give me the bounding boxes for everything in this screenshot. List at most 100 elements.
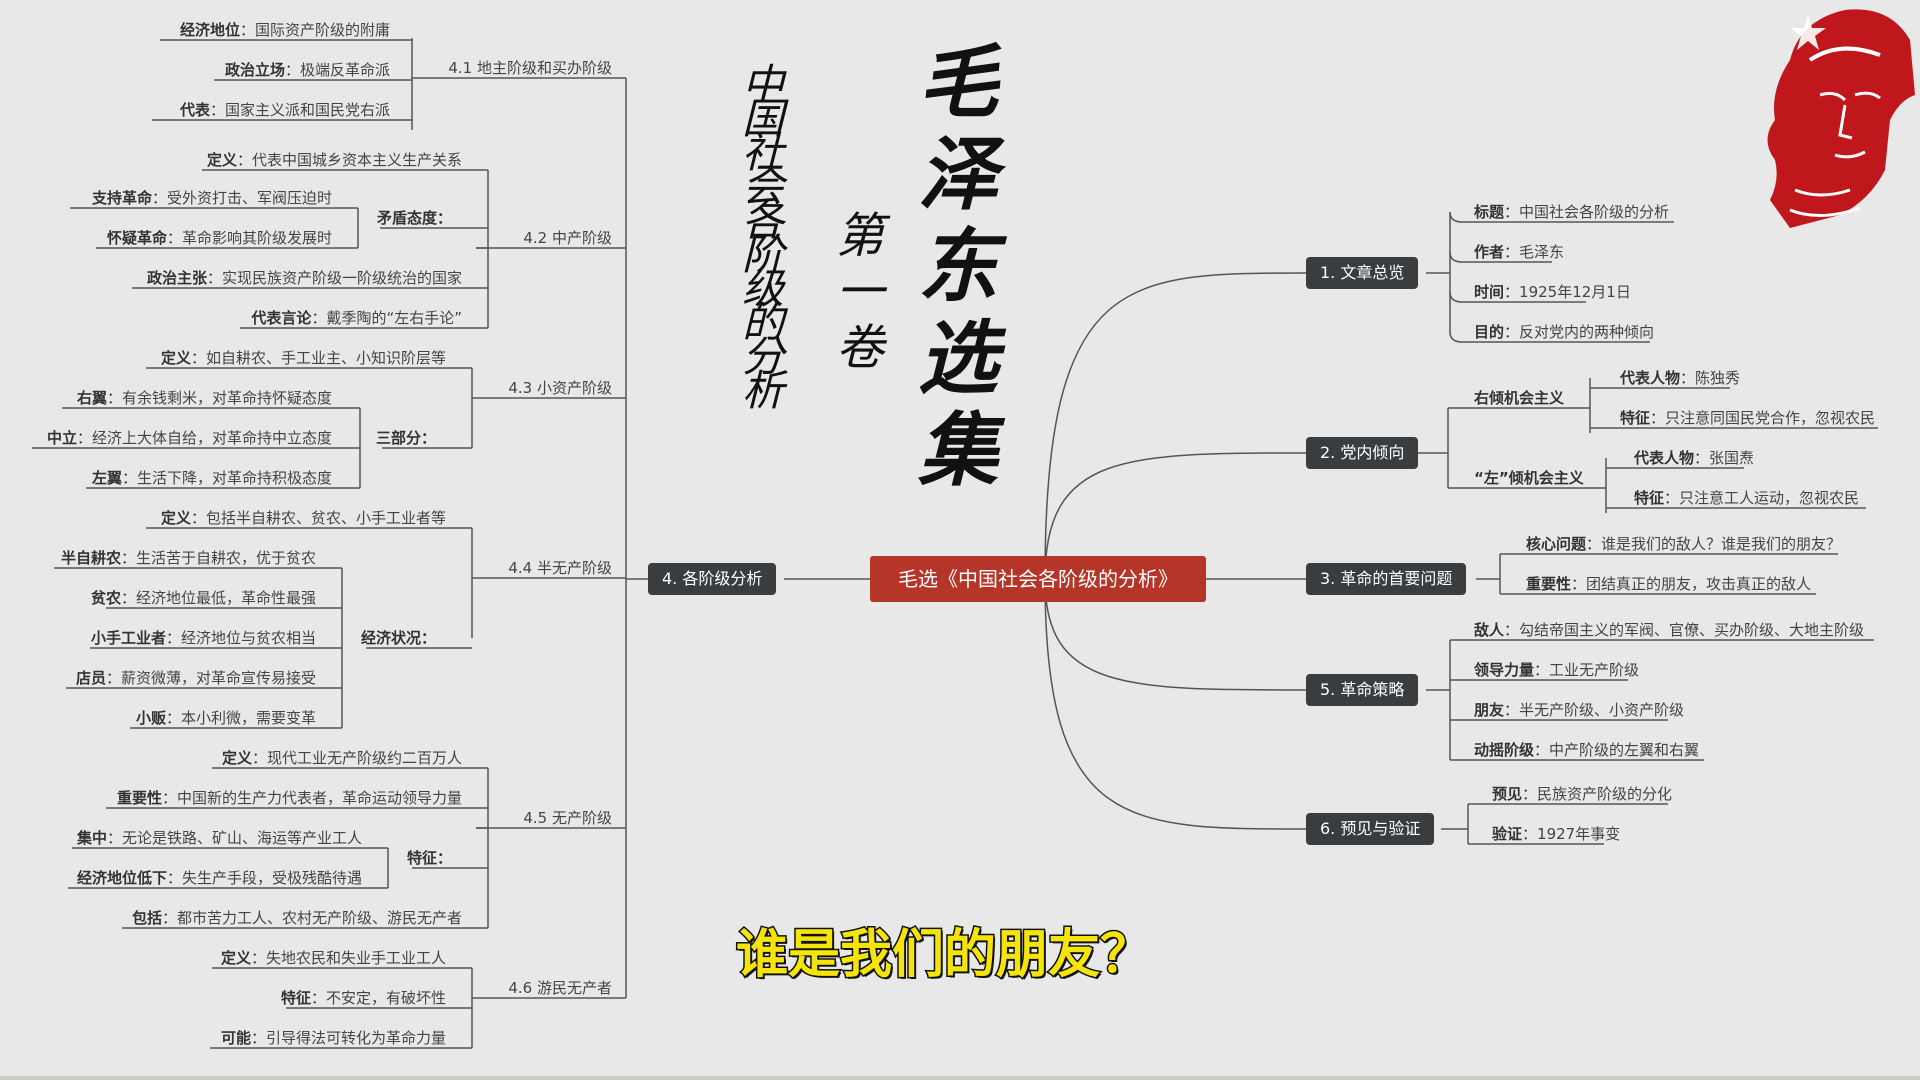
leaf-separator: ： <box>190 509 206 527</box>
leaf-item: 政治主张：实现民族资产阶级一阶级统治的国家 <box>147 269 462 287</box>
leaf-key: 核心问题 <box>1526 535 1587 553</box>
leaf-item: 支持革命：受外资打击、军阀压迫时 <box>92 189 332 207</box>
leaf-value: 反对党内的两种倾向 <box>1519 323 1655 341</box>
leaf-item: 代表：国家主义派和国民党右派 <box>180 101 390 119</box>
leaf-value: 只注意同国民党合作，忽视农民 <box>1665 409 1876 427</box>
leaf-value: 本小利微，需要变革 <box>180 709 316 727</box>
leaf-key: 时间 <box>1474 283 1505 301</box>
leaf-key: 作者 <box>1474 243 1505 261</box>
leaf-value: 生活苦于自耕农，优于贫农 <box>135 549 316 567</box>
leaf-value: 包括半自耕农、贫农、小手工业者等 <box>205 509 446 527</box>
subtitle-char: 社 <box>742 128 785 177</box>
leaf-value: 失地农民和失业手工业工人 <box>265 949 446 967</box>
leaf-item: 定义：现代工业无产阶级约二百万人 <box>222 749 462 767</box>
volume-char: 卷 <box>836 320 885 376</box>
leaf-separator: ： <box>106 829 122 847</box>
leaf-item: 代表言论：戴季陶的“左右手论” <box>251 309 462 327</box>
leaf-key: 政治立场 <box>224 61 285 79</box>
leaf-value: 实现民族资产阶级一阶级统治的国家 <box>221 269 462 287</box>
branch-node-classes[interactable]: 4. 各阶级分析 <box>648 563 777 595</box>
leaf-item: 定义：失地农民和失业手工业工人 <box>221 949 446 967</box>
leaf-value: 国家主义派和国民党右派 <box>224 101 390 119</box>
leaf-item: 预见：民族资产阶级的分化 <box>1492 785 1672 803</box>
branch-node-foresight[interactable]: 6. 预见与验证 <box>1306 813 1435 845</box>
leaf-key: 验证 <box>1492 825 1523 843</box>
leaf-key: 可能 <box>220 1029 251 1047</box>
root-node[interactable]: 毛选《中国社会各阶级的分析》 <box>870 556 1206 602</box>
branch-curve <box>1044 272 1307 580</box>
leaf-value: 勾结帝国主义的军阀、官僚、买办阶级、大地主阶级 <box>1519 621 1865 639</box>
leaf-value: 如自耕农、手工业主、小知识阶层等 <box>205 349 446 367</box>
leaf-value: 中产阶级的左翼和右翼 <box>1549 741 1700 759</box>
leaf-item: 代表人物：陈独秀 <box>1620 369 1740 387</box>
leaf-item: 动摇阶级：中产阶级的左翼和右翼 <box>1474 741 1699 759</box>
leaf-value: 现代工业无产阶级约二百万人 <box>266 749 462 767</box>
leaf-value: 极端反革命派 <box>299 61 390 79</box>
leaf-value: 1927年事变 <box>1537 825 1621 843</box>
leaf-separator: ： <box>76 429 92 447</box>
leaf-separator: ： <box>1534 741 1550 759</box>
leaf-separator: ： <box>250 1029 266 1047</box>
leaf-separator: ： <box>121 469 137 487</box>
subtitle-char: 析 <box>742 366 785 415</box>
leaf-separator: ： <box>1504 243 1520 261</box>
title-char: 集 <box>918 403 998 497</box>
leaf-item: 小贩：本小利微，需要变革 <box>136 709 316 727</box>
leaf-key: 定义 <box>206 151 237 169</box>
underline <box>1449 331 1650 343</box>
leaf-separator: ： <box>1522 785 1538 803</box>
tendency-left-label: “左”倾机会主义 <box>1474 469 1584 487</box>
leaf-value: 1925年12月1日 <box>1519 283 1631 301</box>
leaf-value: 民族资产阶级的分化 <box>1537 785 1673 803</box>
leaf-item: 经济地位：国际资产阶级的附庸 <box>180 21 390 39</box>
branch-node-primary[interactable]: 3. 革命的首要问题 <box>1306 563 1467 595</box>
title-char: 毛 <box>918 35 998 129</box>
volume-char: 一 <box>836 264 885 320</box>
leaf-key: 店员 <box>75 669 106 687</box>
leaf-separator: ： <box>161 909 177 927</box>
volume-calligraphy: 第一卷 <box>836 208 884 376</box>
leaf-item: 特征：只注意工人运动，忽视农民 <box>1634 489 1859 507</box>
leaf-separator: ： <box>1680 369 1696 387</box>
leaf-key: 标题 <box>1474 203 1505 221</box>
leaf-item: 特征：不安定，有破坏性 <box>281 989 446 1007</box>
leaf-value: 引导得法可转化为革命力量 <box>265 1029 446 1047</box>
branch-node-strategy[interactable]: 5. 革命策略 <box>1306 674 1419 706</box>
leaf-key: 政治主张 <box>146 269 207 287</box>
leaf-item: 怀疑革命：革命影响其阶级发展时 <box>107 229 332 247</box>
leaf-item: 时间：1925年12月1日 <box>1474 283 1631 301</box>
leaf-key: 代表言论 <box>251 309 312 327</box>
branch-node-tendency[interactable]: 2. 党内倾向 <box>1306 437 1419 469</box>
volume-char: 第 <box>836 208 885 264</box>
mao-portrait-red-icon <box>1750 0 1920 234</box>
class-label: 4.6 游民无产者 <box>508 979 612 997</box>
underline <box>1449 251 1552 263</box>
leaf-separator: ： <box>1504 203 1520 221</box>
leaf-value: 陈独秀 <box>1695 369 1741 387</box>
leaf-value: 工业无产阶级 <box>1549 661 1640 679</box>
leaf-key: 定义 <box>160 509 191 527</box>
subtitle-char: 级 <box>742 264 785 313</box>
leaf-item: 贫农：经济地位最低，革命性最强 <box>91 589 316 607</box>
leaf-item: 右翼：有余钱剩米，对革命持怀疑态度 <box>77 389 332 407</box>
leaf-item: 核心问题：谁是我们的敌人？谁是我们的朋友？ <box>1526 535 1841 553</box>
leaf-key: 集中 <box>76 829 107 847</box>
leaf-separator: ： <box>310 989 326 1007</box>
subtitle-char: 的 <box>742 298 785 347</box>
leaf-separator: ： <box>120 589 136 607</box>
group-label: 三部分： <box>375 429 436 447</box>
leaf-item: 店员：薪资微薄，对革命宣传易接受 <box>76 669 316 687</box>
leaf-value: 革命影响其阶级发展时 <box>181 229 332 247</box>
branch-node-overview[interactable]: 1. 文章总览 <box>1306 257 1419 289</box>
class-label: 4.3 小资产阶级 <box>508 379 612 397</box>
branch-curve <box>1044 578 1307 691</box>
leaf-value: 国际资产阶级的附庸 <box>254 21 390 39</box>
leaf-item: 标题：中国社会各阶级的分析 <box>1474 203 1669 221</box>
leaf-key: 代表 <box>179 101 210 119</box>
leaf-item: 验证：1927年事变 <box>1492 825 1620 843</box>
leaf-separator: ： <box>151 189 167 207</box>
leaf-key: 定义 <box>220 949 251 967</box>
group-label: 经济状况： <box>360 629 436 647</box>
leaf-key: 定义 <box>221 749 252 767</box>
